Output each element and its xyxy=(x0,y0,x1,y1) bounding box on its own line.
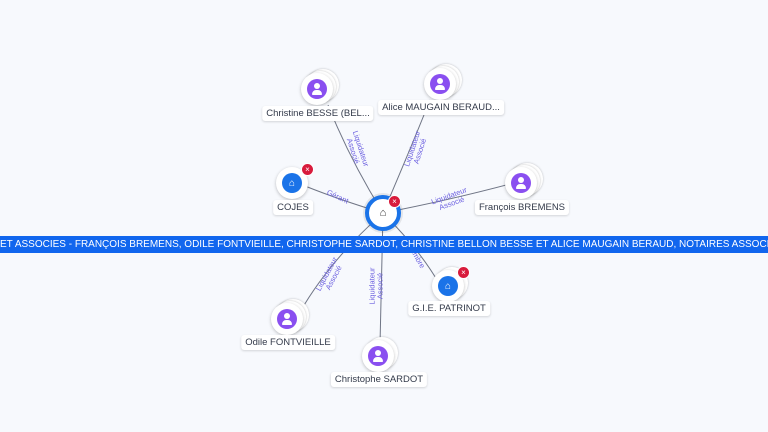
person-icon xyxy=(430,74,450,94)
center-node[interactable]: ⌂ × xyxy=(363,193,403,233)
company-icon: ⌂ xyxy=(438,276,458,296)
person-icon xyxy=(368,346,388,366)
person-icon xyxy=(511,173,531,193)
node-cojes[interactable]: ⌂ × xyxy=(276,163,314,201)
company-icon: ⌂ xyxy=(379,207,387,219)
node-alice-maugain-beraud[interactable] xyxy=(424,64,462,102)
node-label[interactable]: G.I.E. PATRINOT xyxy=(408,301,490,316)
closed-badge-icon: × xyxy=(388,195,401,208)
company-icon: ⌂ xyxy=(282,173,302,193)
node-label[interactable]: Christine BESSE (BEL... xyxy=(262,106,374,121)
node-label[interactable]: François BREMENS xyxy=(474,200,570,215)
node-odile-fontvieille[interactable] xyxy=(271,299,309,337)
closed-badge-icon: × xyxy=(457,266,470,279)
node-label[interactable]: Odile FONTVIEILLE xyxy=(241,335,335,350)
node-gie-patrinot[interactable]: ⌂ × xyxy=(432,266,470,304)
center-node-title[interactable]: ET ASSOCIES - FRANÇOIS BREMENS, ODILE FO… xyxy=(0,236,768,253)
node-label[interactable]: Christophe SARDOT xyxy=(330,372,428,387)
closed-badge-icon: × xyxy=(301,163,314,176)
person-icon xyxy=(307,79,327,99)
edge-christophe xyxy=(379,212,384,346)
node-label[interactable]: COJES xyxy=(273,200,313,215)
node-label[interactable]: Alice MAUGAIN BERAUD... xyxy=(378,100,504,115)
node-christine-besse[interactable] xyxy=(301,69,339,107)
person-icon xyxy=(277,309,297,329)
node-christophe-sardot[interactable] xyxy=(362,337,398,374)
node-francois-bremens[interactable] xyxy=(505,163,543,201)
